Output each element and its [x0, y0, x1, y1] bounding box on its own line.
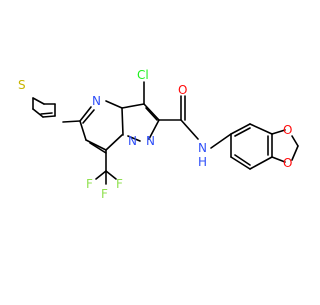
fluorine-left-label: F	[86, 177, 93, 191]
bond	[62, 120, 81, 123]
bond	[42, 115, 56, 118]
bond	[79, 120, 87, 141]
bond	[32, 97, 45, 105]
bond	[105, 100, 123, 109]
amide-nitrogen-label: N	[198, 141, 207, 155]
bond	[230, 156, 251, 170]
bond	[210, 133, 232, 149]
bond	[82, 109, 95, 124]
fluorine-right-label: F	[116, 177, 123, 191]
bond	[105, 134, 123, 151]
bond	[79, 106, 92, 122]
bond	[127, 135, 141, 142]
molecule-drawing: S N N N Cl O N H O O F F F	[18, 68, 299, 201]
carbonyl-oxygen-label: O	[178, 83, 187, 97]
bond	[234, 154, 251, 166]
bond	[95, 170, 107, 180]
bond	[40, 112, 53, 115]
bond	[271, 129, 286, 135]
bond	[121, 107, 124, 136]
bond	[32, 108, 44, 118]
thiophene-sulfur-label: S	[18, 78, 26, 92]
bond	[85, 139, 107, 151]
dioxole-oxygen-bottom-label: O	[283, 156, 292, 170]
chlorine-label: Cl	[137, 68, 149, 82]
bond	[230, 123, 251, 135]
bond	[180, 119, 199, 140]
bond	[145, 107, 158, 121]
pyrimidine-nitrogen-label: N	[92, 94, 101, 108]
molecule-structure: S N N N Cl O N H O O F F F	[18, 68, 299, 201]
fluorine-bottom-label: F	[101, 187, 108, 201]
bond	[249, 123, 273, 135]
bond	[148, 119, 160, 140]
bond	[271, 156, 286, 163]
bond	[291, 135, 299, 147]
dioxole-oxygen-top-label: O	[283, 123, 292, 137]
bond	[121, 103, 145, 109]
bridgehead-nitrogen-label: N	[128, 134, 137, 148]
bond	[234, 127, 251, 137]
bond	[249, 156, 273, 170]
bond	[105, 170, 117, 180]
bond	[89, 142, 107, 154]
bond	[143, 103, 160, 121]
amide-hydrogen-label: H	[198, 155, 207, 169]
pyrazole-nitrogen-label: N	[146, 134, 155, 148]
bond	[291, 145, 299, 161]
